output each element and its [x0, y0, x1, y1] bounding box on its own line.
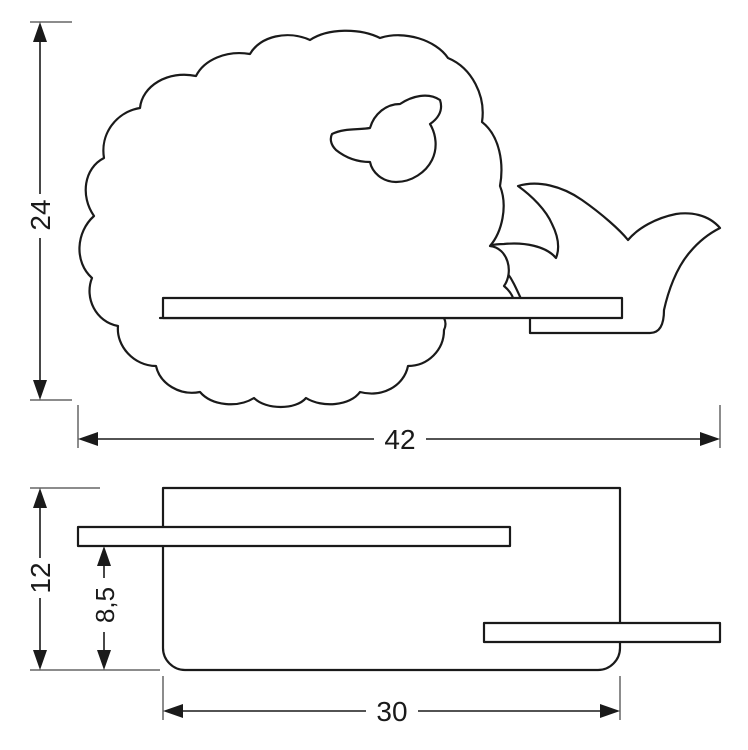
- side-shelf-height-label: 8,5: [90, 587, 120, 623]
- side-depth-label: 30: [376, 696, 407, 727]
- side-height-label: 12: [25, 562, 56, 593]
- side-shelf-height-dimension: 8,5: [88, 546, 120, 670]
- front-height-dimension: 24: [24, 21, 72, 401]
- front-view: [78, 29, 722, 409]
- cloud-panel: [78, 29, 516, 409]
- sheep-head-cutout: [329, 94, 443, 184]
- side-upper-shelf: [76, 525, 512, 548]
- front-width-label: 42: [384, 424, 415, 455]
- front-height-label: 24: [25, 199, 56, 230]
- side-depth-dimension: 30: [162, 676, 621, 727]
- side-view: [76, 486, 722, 672]
- side-height-dimension: 12: [24, 487, 160, 671]
- front-width-dimension: 42: [77, 405, 721, 455]
- front-shelf-plank: [161, 296, 624, 320]
- side-lower-shelf: [482, 621, 722, 644]
